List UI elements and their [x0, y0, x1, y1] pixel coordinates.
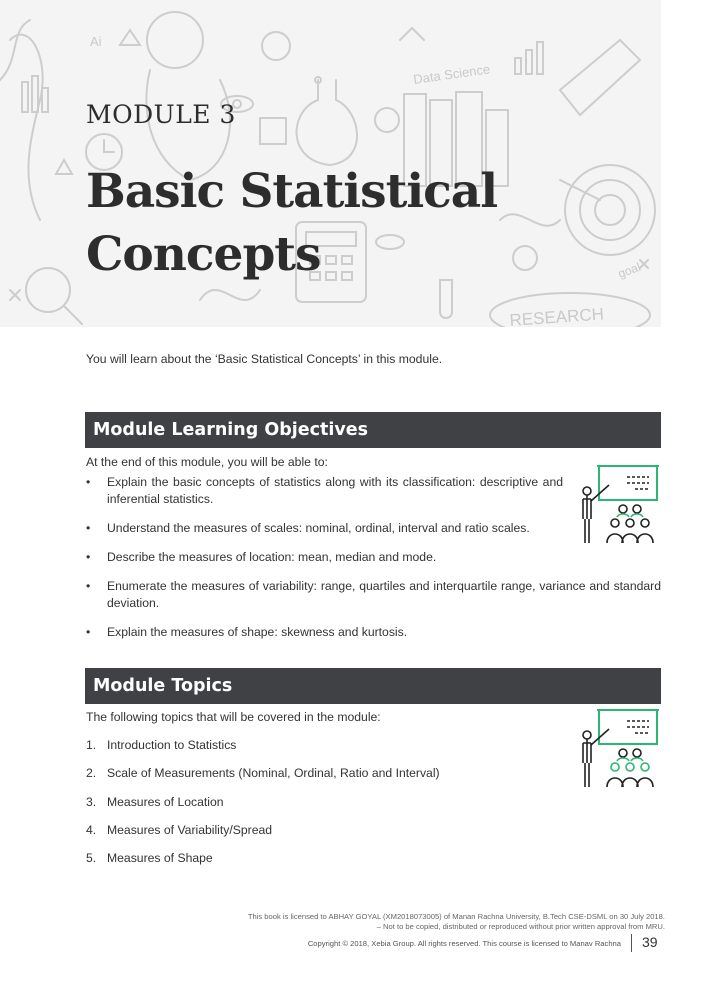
objective-item: Explain the basic concepts of statistics… — [86, 474, 563, 508]
objective-item: Understand the measures of scales: nomin… — [86, 520, 661, 537]
license-line-2: – Not to be copied, distributed or repro… — [376, 922, 665, 931]
topic-label: Measures of Variability/Spread — [107, 822, 273, 837]
copyright-text: Copyright © 2018, Xebia Group. All right… — [307, 939, 621, 948]
topics-lead: The following topics that will be covere… — [86, 710, 381, 724]
topic-label: Introduction to Statistics — [107, 738, 237, 752]
presentation-audience-icon — [582, 709, 659, 788]
doodle-background: Data Science RESEARCH goal Ai — [0, 11, 656, 327]
objective-item: Enumerate the measures of variability: r… — [86, 578, 661, 612]
doodle-text-research: RESEARCH — [509, 304, 605, 327]
objectives-heading: Module Learning Objectives — [85, 412, 661, 448]
topic-number: 5. — [86, 851, 97, 866]
objectives-lead: At the end of this module, you will be a… — [86, 455, 328, 469]
topic-label: Measures of Location — [107, 794, 224, 809]
topic-number: 4. — [86, 822, 97, 837]
footer-divider — [631, 934, 632, 952]
topic-item: 3. Measures of Location — [86, 794, 440, 822]
page-title-line-1: Basic Statistical — [86, 164, 498, 219]
topics-heading: Module Topics — [85, 668, 661, 704]
presentation-audience-icon — [582, 465, 659, 544]
doodle-text-data-science: Data Science — [412, 61, 491, 87]
topics-list: 1. Introduction to Statistics 2. Scale of … — [86, 737, 440, 878]
topic-number: 3. — [86, 794, 97, 809]
doodle-text-goal: goal — [616, 260, 642, 281]
page-title: Basic Statistical Concepts — [86, 160, 498, 286]
license-line-1: This book is licensed to ABHAY GOYAL (XM… — [247, 912, 665, 921]
page-title-line-2: Concepts — [86, 227, 321, 282]
topic-item: 5. Measures of Shape — [86, 850, 440, 878]
objective-item: Explain the measures of shape: skewness … — [86, 624, 661, 641]
header-banner: Data Science RESEARCH goal Ai MODULE 3 B… — [0, 0, 661, 327]
topic-label: Measures of Shape — [107, 851, 213, 866]
topic-number: 1. — [86, 738, 97, 752]
page-number: 39 — [642, 934, 658, 950]
topic-number: 2. — [86, 766, 97, 781]
module-label: MODULE 3 — [86, 100, 236, 129]
topic-label: Scale of Measurements (Nominal, Ordinal,… — [107, 766, 440, 781]
intro-text: You will learn about the ‘Basic Statisti… — [86, 352, 443, 366]
objective-item: Describe the measures of location: mean,… — [86, 549, 661, 566]
doodle-text-ai: Ai — [90, 34, 102, 49]
topic-item: 1. Introduction to Statistics — [86, 737, 440, 765]
objectives-list: Explain the basic concepts of statistics… — [86, 474, 661, 653]
topic-item: 4. Measures of Variability/Spread — [86, 822, 440, 850]
topic-item: 2. Scale of Measurements (Nominal, Ordina… — [86, 765, 440, 793]
license-notice: This book is licensed to ABHAY GOYAL (XM… — [248, 912, 665, 932]
